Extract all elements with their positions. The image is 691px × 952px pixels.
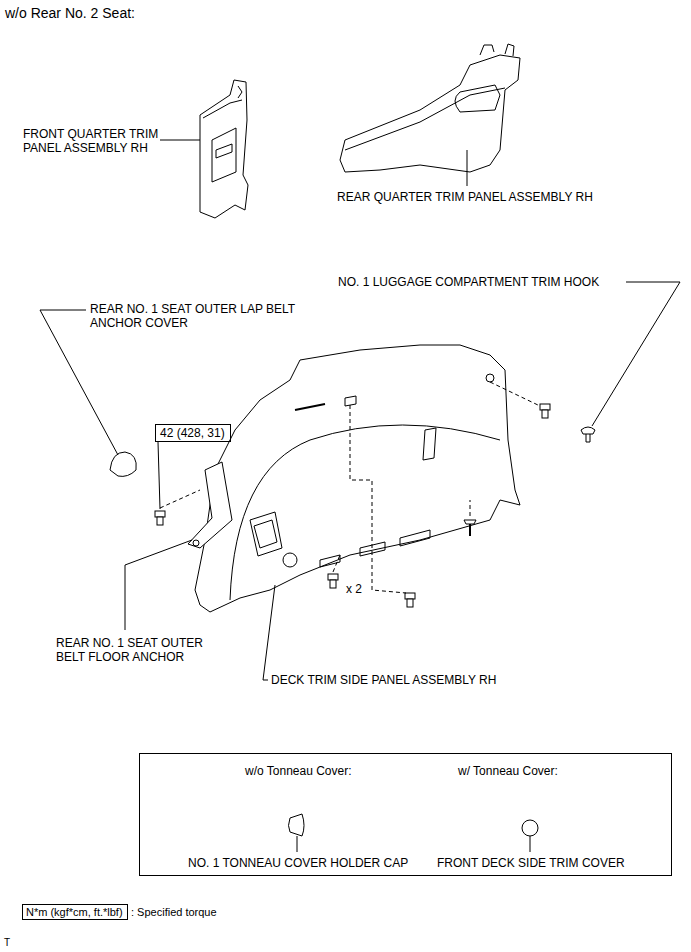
- bolt: [405, 593, 415, 607]
- rear-quarter-trim-panel: [340, 44, 520, 172]
- dashed-line: [470, 500, 471, 516]
- dashed-line: [490, 382, 540, 406]
- front-quarter-trim-panel: [200, 80, 248, 218]
- heading: w/o Rear No. 2 Seat:: [5, 5, 135, 21]
- rear-quarter-trim-panel: [345, 88, 505, 150]
- part-name: NO. 1 LUGGAGE COMPARTMENT TRIM HOOK: [338, 275, 599, 289]
- quantity: x 2: [346, 582, 362, 596]
- part-name: FRONT QUARTER TRIM PANEL ASSEMBLY RH: [23, 127, 158, 155]
- leader-line: [467, 150, 468, 186]
- bolt: [542, 410, 548, 418]
- leader-line: [158, 442, 160, 509]
- legend-text: : Specified torque: [131, 906, 217, 919]
- page-mark: T: [4, 937, 10, 948]
- dashed-line: [333, 555, 340, 572]
- leader-line: [160, 140, 200, 141]
- leader-line: [530, 836, 531, 852]
- leader-line: [40, 310, 118, 455]
- belt-floor-anchor: [193, 540, 199, 546]
- lap-belt-anchor-cover: [110, 452, 136, 476]
- deck-trim-side-panel: [230, 425, 500, 600]
- bolt: [157, 517, 163, 525]
- lap-belt-anchor-cover: [110, 452, 136, 476]
- deck-trim-side-panel: [345, 396, 356, 406]
- torque-box: 42 (428, 31): [155, 424, 231, 442]
- part-name: REAR NO. 1 SEAT OUTER BELT FLOOR ANCHOR: [56, 636, 231, 664]
- part-name: DECK TRIM SIDE PANEL ASSEMBLY RH: [271, 673, 496, 687]
- leader-line: [592, 282, 680, 426]
- leader-line: [125, 540, 192, 630]
- variant-panel: w/o Tonneau Cover: NO. 1 TONNEAU COVER HO…: [139, 753, 672, 876]
- deck-trim-side-panel: [486, 374, 494, 382]
- leader-line: [40, 140, 680, 852]
- torque-value: 42 (428, 31): [160, 426, 226, 440]
- part-name: REAR NO. 1 SEAT OUTER LAP BELT ANCHOR CO…: [90, 302, 295, 330]
- part-name: FRONT QUARTER TRIM PANEL ASSEMBLY RH: [23, 127, 178, 155]
- screw: [464, 520, 476, 536]
- deck-trim-side-panel: [250, 512, 282, 556]
- part-name: REAR NO. 1 SEAT OUTER LAP BELT ANCHOR CO…: [90, 302, 295, 330]
- part-name: NO. 1 TONNEAU COVER HOLDER CAP: [188, 856, 408, 870]
- belt-floor-anchor: [188, 462, 232, 548]
- variant-heading: w/ Tonneau Cover:: [458, 764, 558, 778]
- page-mark: T: [4, 936, 10, 950]
- part-name: REAR QUARTER TRIM PANEL ASSEMBLY RH: [337, 190, 593, 204]
- front-quarter-trim-panel: [200, 80, 248, 218]
- bolt: [407, 599, 413, 607]
- part-name: NO. 1 LUGGAGE COMPARTMENT TRIM HOOK: [338, 275, 599, 289]
- quantity: x 2: [346, 582, 362, 596]
- front-quarter-trim-panel: [203, 100, 242, 118]
- deck-trim-side-panel: [400, 530, 430, 546]
- bolt: [155, 511, 165, 525]
- deck-trim-side-panel: [283, 553, 297, 567]
- dashed-line: [350, 405, 406, 593]
- bolt: [155, 511, 165, 517]
- rear-quarter-trim-panel: [455, 85, 500, 112]
- rear-quarter-trim-panel: [480, 45, 494, 55]
- dashed-line: [160, 382, 540, 593]
- deck-trim-side-panel: [195, 345, 520, 612]
- deck-trim-side-panel: [295, 404, 325, 410]
- variant-heading: w/o Tonneau Cover:: [245, 764, 352, 778]
- screw: [464, 520, 476, 524]
- belt-floor-anchor: [188, 462, 232, 548]
- leader-line: [263, 585, 275, 680]
- bolt: [330, 580, 336, 588]
- legend-text: : Specified torque: [131, 906, 217, 918]
- trim-hook-clip: [586, 434, 590, 442]
- rear-quarter-trim-panel: [340, 55, 520, 172]
- front-quarter-trim-panel: [238, 86, 242, 98]
- torque-value: N*m (kgf*cm, ft.*lbf): [26, 906, 124, 918]
- bolt: [328, 574, 338, 588]
- bolt: [540, 404, 550, 418]
- deck-trim-side-panel: [423, 428, 436, 460]
- front-quarter-trim-panel: [216, 144, 232, 158]
- dashed-line: [160, 490, 200, 508]
- trim-hook-clip: [581, 427, 595, 434]
- deck-trim-side-panel: [254, 520, 277, 548]
- part-name: DECK TRIM SIDE PANEL ASSEMBLY RH: [271, 673, 496, 687]
- bolt: [540, 404, 550, 410]
- part-name: FRONT DECK SIDE TRIM COVER: [437, 856, 625, 870]
- part-name: REAR NO. 1 SEAT OUTER BELT FLOOR ANCHOR: [56, 636, 203, 664]
- holder-cap: [289, 814, 305, 836]
- front-quarter-trim-panel: [212, 128, 236, 182]
- part-name: REAR QUARTER TRIM PANEL ASSEMBLY RH: [337, 190, 593, 204]
- front-deck-side-trim-cover: [522, 820, 538, 836]
- bolt: [405, 593, 415, 599]
- bolt: [328, 574, 338, 580]
- deck-trim-side-panel: [195, 345, 520, 612]
- front-deck-side-trim-cover: [522, 820, 538, 836]
- legend-torque-box: N*m (kgf*cm, ft.*lbf): [22, 904, 128, 920]
- screw: [469, 524, 471, 536]
- leader-line: [297, 836, 298, 852]
- trim-hook-clip: [581, 427, 595, 442]
- rear-quarter-trim-panel: [505, 44, 514, 56]
- deck-trim-side-panel: [320, 555, 340, 567]
- holder-cap: [289, 814, 305, 836]
